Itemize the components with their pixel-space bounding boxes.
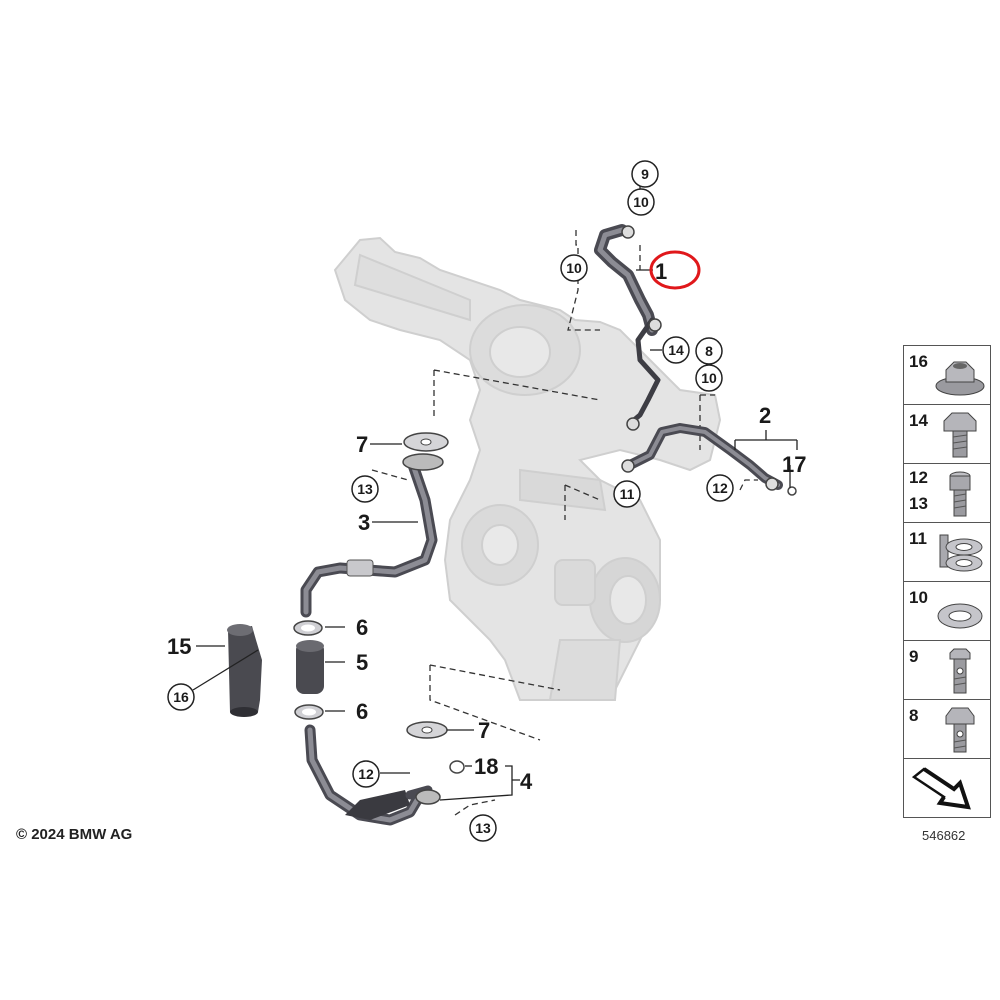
banjo-bolt-hex-icon bbox=[945, 707, 975, 753]
callout-15: 15 bbox=[167, 634, 191, 659]
callout-14: 14 bbox=[668, 342, 684, 358]
seal-6-upper bbox=[293, 620, 323, 636]
legend-label-12: 12 bbox=[909, 468, 928, 487]
legend-label-10: 10 bbox=[909, 588, 928, 607]
gasket-7-upper bbox=[403, 432, 449, 452]
legend-cell-arrow bbox=[904, 759, 990, 817]
sealing-ring-icon bbox=[937, 603, 983, 629]
callout-7-upper: 7 bbox=[356, 432, 368, 457]
legend-label-13: 13 bbox=[909, 494, 928, 513]
seal-6-lower bbox=[294, 704, 324, 720]
callout-4: 4 bbox=[520, 769, 533, 794]
turbocharger-ghost-image bbox=[333, 236, 722, 701]
leader-lines bbox=[192, 186, 798, 801]
legend-cell-8: 8 bbox=[904, 700, 990, 759]
flange-lower bbox=[415, 789, 441, 805]
oil-line-3 bbox=[300, 456, 438, 618]
callout-13-lower: 13 bbox=[475, 820, 491, 836]
callout-16: 16 bbox=[173, 689, 189, 705]
callout-13-upper: 13 bbox=[357, 481, 373, 497]
gasket-7-lower bbox=[406, 721, 448, 739]
o-ring-18 bbox=[449, 760, 465, 774]
callout-10-top: 10 bbox=[633, 194, 649, 210]
diagram-id: 546862 bbox=[922, 828, 966, 843]
callout-10-left: 10 bbox=[566, 260, 582, 276]
oil-line-1 bbox=[594, 224, 662, 431]
legend-cell-9: 9 bbox=[904, 641, 990, 700]
callout-1: 1 bbox=[655, 259, 667, 284]
callout-10-right: 10 bbox=[701, 370, 717, 386]
legend-cell-11: 11 bbox=[904, 523, 990, 582]
flange-upper bbox=[402, 453, 444, 471]
callout-12-lower: 12 bbox=[358, 766, 374, 782]
legend-label-11: 11 bbox=[909, 529, 927, 548]
arrow-icon bbox=[911, 767, 971, 810]
callout-3: 3 bbox=[358, 510, 370, 535]
callouts-circled bbox=[167, 160, 734, 842]
legend-cell-12-13: 12 13 bbox=[904, 464, 990, 523]
socket-cap-screw-icon bbox=[949, 471, 971, 517]
callout-8: 8 bbox=[705, 343, 713, 359]
legend-label-16: 16 bbox=[909, 352, 928, 371]
legend-cell-10: 10 bbox=[904, 582, 990, 641]
callout-2: 2 bbox=[759, 403, 771, 428]
callouts-plain: 1 2 3 4 5 6 6 7 7 15 17 18 bbox=[167, 259, 806, 794]
callout-17: 17 bbox=[782, 452, 806, 477]
copyright-text: © 2024 BMW AG bbox=[16, 826, 133, 843]
callout-12-right: 12 bbox=[712, 480, 728, 496]
legend-label-9: 9 bbox=[909, 647, 919, 666]
callout-18: 18 bbox=[474, 754, 498, 779]
hose-15 bbox=[227, 624, 262, 717]
legend-label-14: 14 bbox=[909, 411, 928, 430]
callouts-circled-text: 9 10 10 14 8 10 11 12 13 16 12 13 bbox=[173, 166, 728, 836]
bracket-washer-icon bbox=[939, 534, 983, 572]
callout-9: 9 bbox=[641, 166, 649, 182]
callout-11: 11 bbox=[620, 486, 635, 502]
legend-cell-16: 16 bbox=[904, 346, 990, 405]
callout-6-lower: 6 bbox=[356, 699, 368, 724]
highlight-ring bbox=[649, 250, 701, 290]
oil-line-2 bbox=[621, 423, 797, 496]
hose-5 bbox=[296, 640, 324, 694]
hex-bolt-icon bbox=[943, 412, 977, 458]
legend-cell-14: 14 bbox=[904, 405, 990, 464]
callout-6-upper: 6 bbox=[356, 615, 368, 640]
flange-nut-icon bbox=[935, 361, 985, 396]
assembly-dashed-lines bbox=[371, 230, 758, 816]
parts-legend: 16 14 12 13 11 bbox=[903, 345, 991, 818]
legend-label-8: 8 bbox=[909, 706, 919, 725]
callout-7-lower: 7 bbox=[478, 718, 490, 743]
banjo-bolt-icon bbox=[949, 648, 971, 694]
callout-5: 5 bbox=[356, 650, 368, 675]
